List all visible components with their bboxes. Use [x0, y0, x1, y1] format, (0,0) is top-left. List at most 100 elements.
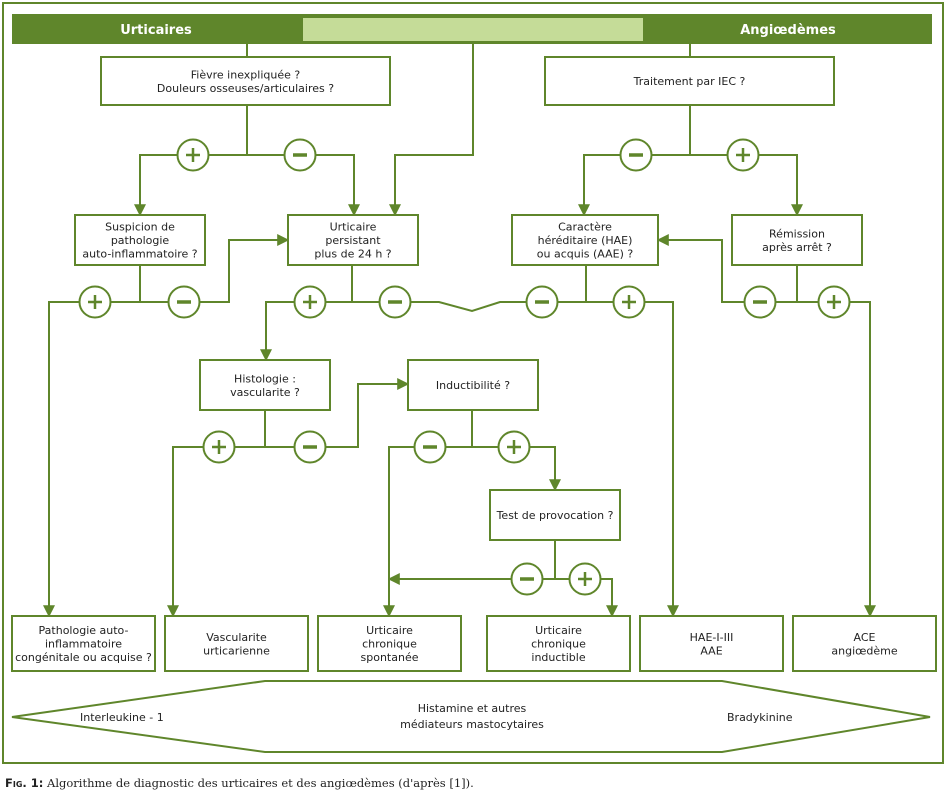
figure-caption: Fig. 1: Algorithme de diagnostic des urt… — [5, 776, 474, 790]
box-label-line: Caractère — [558, 221, 612, 234]
box-label-line: urticarienne — [203, 644, 270, 657]
box-label-line: ou acquis (AAE) ? — [537, 248, 634, 261]
box-frame — [287, 214, 419, 266]
box-frame — [74, 214, 206, 266]
box-label-line: inductible — [531, 651, 585, 664]
connector-line — [578, 154, 690, 217]
outer-frame — [2, 2, 944, 764]
box-label-line: Pathologie auto- — [39, 624, 129, 637]
box-frame — [199, 359, 331, 411]
minus-sign-icon — [167, 285, 201, 319]
box-label-line: angiœdème — [831, 644, 897, 657]
plus-sign-icon — [176, 138, 210, 172]
connector-line — [797, 301, 876, 618]
connectors — [43, 44, 876, 618]
plus-sign-icon — [78, 285, 112, 319]
box-frame — [407, 359, 539, 411]
box-label-line: plus de 24 h ? — [314, 248, 391, 261]
box-frame — [544, 56, 835, 106]
box-label-line: Test de provocation ? — [496, 509, 614, 522]
connector-line — [586, 301, 679, 618]
diagnostic-flowchart: Urticaires Angiœdèmes Fièvre inexpliquée… — [2, 2, 944, 764]
box-label-line: spontanée — [361, 651, 419, 664]
plus-sign-icon — [726, 138, 760, 172]
box-label-line: Inductibilité ? — [436, 379, 510, 392]
plus-sign-icon — [612, 285, 646, 319]
box-label-line: Fièvre inexpliquée ? — [191, 68, 301, 81]
box-frame — [731, 214, 863, 266]
header-angioedemes: Angiœdèmes — [740, 23, 836, 38]
box-label-line: AAE — [700, 644, 722, 657]
box-label-line: héréditaire (HAE) — [538, 234, 633, 247]
mediator-histamine-line1: Histamine et autres — [418, 702, 527, 715]
plus-sign-icon — [202, 430, 236, 464]
box-label-line: pathologie — [111, 234, 170, 247]
plus-sign-icon — [568, 562, 602, 596]
minus-sign-icon — [525, 285, 559, 319]
box-label-line: Urticaire — [535, 624, 582, 637]
box-frame — [164, 615, 309, 672]
box-label-line: Urticaire — [366, 624, 413, 637]
connector-line — [690, 154, 803, 217]
box-frame — [489, 489, 621, 541]
box-frame — [486, 615, 631, 672]
connector-line — [167, 446, 265, 618]
box-label-line: Vascularite — [206, 631, 267, 644]
minus-sign-icon — [413, 430, 447, 464]
minus-sign-icon — [378, 285, 412, 319]
minus-sign-icon — [283, 138, 317, 172]
mediator-histamine-line2: médiateurs mastocytaires — [400, 718, 544, 731]
minus-sign-icon — [619, 138, 653, 172]
header-center-bar — [303, 18, 643, 41]
box-label-line: chronique — [362, 638, 417, 651]
box-label-line: ACE — [854, 631, 876, 644]
header-urticaires: Urticaires — [120, 23, 192, 38]
box-label-line: chronique — [531, 638, 586, 651]
box-label-line: inflammatoire — [45, 638, 122, 651]
connector-line — [134, 154, 247, 217]
figure-caption-text: Algorithme de diagnostic des urticaires … — [43, 776, 474, 790]
box-frame — [317, 615, 462, 672]
minus-sign-icon — [510, 562, 544, 596]
plus-sign-icon — [817, 285, 851, 319]
box-histology: Histologie :vascularite ? — [199, 359, 331, 411]
minus-sign-icon — [743, 285, 777, 319]
box-fever: Fièvre inexpliquée ?Douleurs osseuses/ar… — [100, 56, 391, 106]
box-frame — [100, 56, 391, 106]
connector-line — [43, 301, 140, 618]
box-iec: Traitement par IEC ? — [544, 56, 835, 106]
connector-line — [383, 446, 472, 618]
box-label-line: auto-inflammatoire ? — [82, 248, 197, 261]
figure-label: Fig. 1: — [5, 776, 44, 790]
mediator-interleukin: Interleukine - 1 — [80, 711, 164, 724]
box-frame — [792, 615, 937, 672]
box-out-autoinflam: Pathologie auto-inflammatoirecongénitale… — [11, 615, 156, 672]
connector-line — [389, 44, 474, 217]
box-frame — [639, 615, 784, 672]
box-autoinflam-suspicion: Suspicion depathologieauto-inflammatoire… — [74, 214, 206, 266]
plus-sign-icon — [497, 430, 531, 464]
minus-sign-icon — [293, 430, 327, 464]
box-label-line: Douleurs osseuses/articulaires ? — [157, 82, 334, 95]
box-label-line: HAE-I-III — [690, 631, 734, 644]
box-label-line: congénitale ou acquise ? — [15, 651, 152, 664]
mediator-bradykinin: Bradykinine — [727, 711, 793, 724]
branch-signs — [78, 138, 851, 596]
mediator-spectrum-shape — [11, 680, 931, 753]
box-provocation: Test de provocation ? — [489, 489, 621, 541]
box-label-line: Rémission — [769, 227, 825, 240]
box-label-line: Histologie : — [234, 372, 296, 385]
box-label-line: après arrêt ? — [762, 241, 832, 254]
plus-sign-icon — [293, 285, 327, 319]
box-inducibility: Inductibilité ? — [407, 359, 539, 411]
box-label-line: persistant — [325, 234, 381, 247]
box-frame — [11, 615, 156, 672]
